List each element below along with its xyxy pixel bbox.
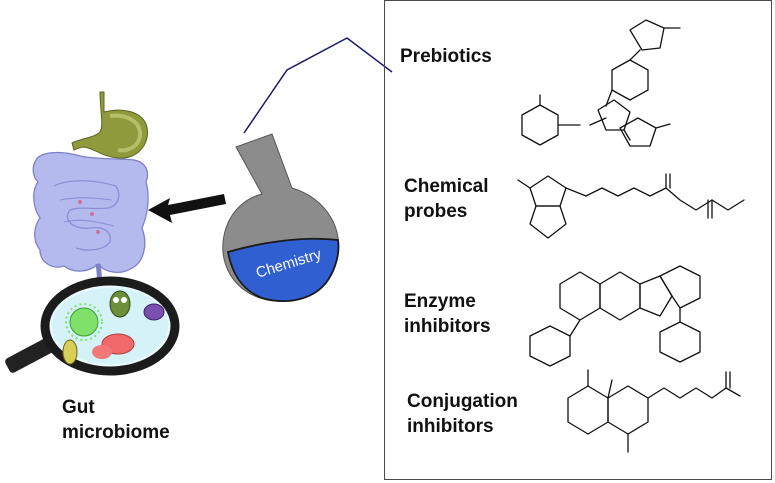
magnifier-icon [5,276,180,376]
category-enzyme-inhibitors-line2: inhibitors [404,316,491,337]
microbiome-label-line2: microbiome [62,422,170,443]
bacteria-icon [62,290,165,365]
category-conjugation-inhibitors-line2: inhibitors [407,416,494,437]
compound-panel [384,0,772,480]
category-prebiotics: Prebiotics [400,46,492,67]
flask-icon: Chemistry [222,133,340,302]
connector-line [243,37,393,134]
microbiome-label-line1: Gut [62,397,95,418]
stomach-icon [71,91,148,159]
conjugation-inhibitor-structure [567,369,741,453]
enzyme-inhibitor-structure [529,265,701,367]
category-conjugation-inhibitors-line1: Conjugation [407,391,518,412]
probe-structure [517,173,745,239]
category-chemical-probes-line2: probes [404,201,468,222]
category-enzyme-inhibitors-line1: Enzyme [404,291,476,312]
prebiotic-structure [521,19,681,147]
arrow-icon [148,194,226,223]
category-chemical-probes-line1: Chemical [404,176,489,197]
